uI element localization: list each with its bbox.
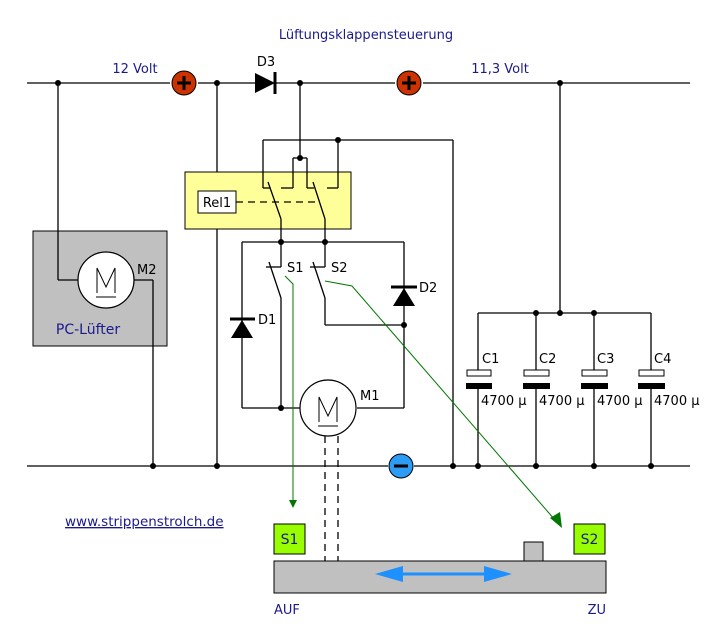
diode-d1-icon [230,317,255,338]
capacitor-c4 [638,313,665,466]
pc-fan-label: PC-Lüfter [56,322,120,338]
motor-m1-label: M1 [360,389,380,404]
minus-terminal-icon [388,453,414,479]
plus-terminal-icon [171,70,197,96]
capacitor-c2-value: 4700 µ [539,394,585,409]
sensor-s2-label: S2 [581,532,599,548]
capacitor-c4-label: C4 [654,352,671,367]
website-link[interactable]: www.strippenstrolch.de [65,514,224,530]
capacitor-c1-value: 4700 µ [481,394,527,409]
diode-d3-label: D3 [257,55,275,70]
close-label: ZU [588,603,606,618]
diode-d1-label: D1 [258,313,276,328]
capacitor-c1 [466,313,492,466]
diode-d3-icon [255,72,277,94]
capacitor-c3-label: C3 [597,352,614,367]
motor-m2-label: M2 [137,263,157,278]
capacitor-c2 [523,313,550,466]
flap-slider[interactable] [273,560,607,594]
capacitor-c2-label: C2 [539,352,556,367]
open-label: AUF [274,603,300,618]
capacitor-c4-value: 4700 µ [654,394,700,409]
diode-d2-label: D2 [419,281,437,296]
relay-label: Rel1 [203,196,231,211]
motor-m1-icon [299,379,357,437]
switch-s2-label: S2 [331,261,348,276]
junction-dots [55,80,654,469]
sensor-s2-box [573,523,606,555]
supply-voltage-label: 12 Volt [112,62,157,77]
motor-m2-icon [77,251,135,309]
diode-d2-icon [391,285,417,306]
slider-tab [523,541,544,562]
output-voltage-label: 11,3 Volt [471,62,529,77]
sensor-s1-box [273,523,306,555]
switch-s1-label: S1 [287,261,304,276]
plus-terminal-icon [396,70,422,96]
capacitor-c3 [581,313,608,466]
capacitor-c3-value: 4700 µ [597,394,643,409]
double-arrow-icon [375,566,512,582]
actuation-line-s1 [284,275,297,508]
sensor-s1-label: S1 [281,532,299,548]
actuation-line-s2 [324,280,562,528]
capacitor-c1-label: C1 [482,352,499,367]
diagram-title: Lüftungsklappensteuerung [279,28,453,43]
